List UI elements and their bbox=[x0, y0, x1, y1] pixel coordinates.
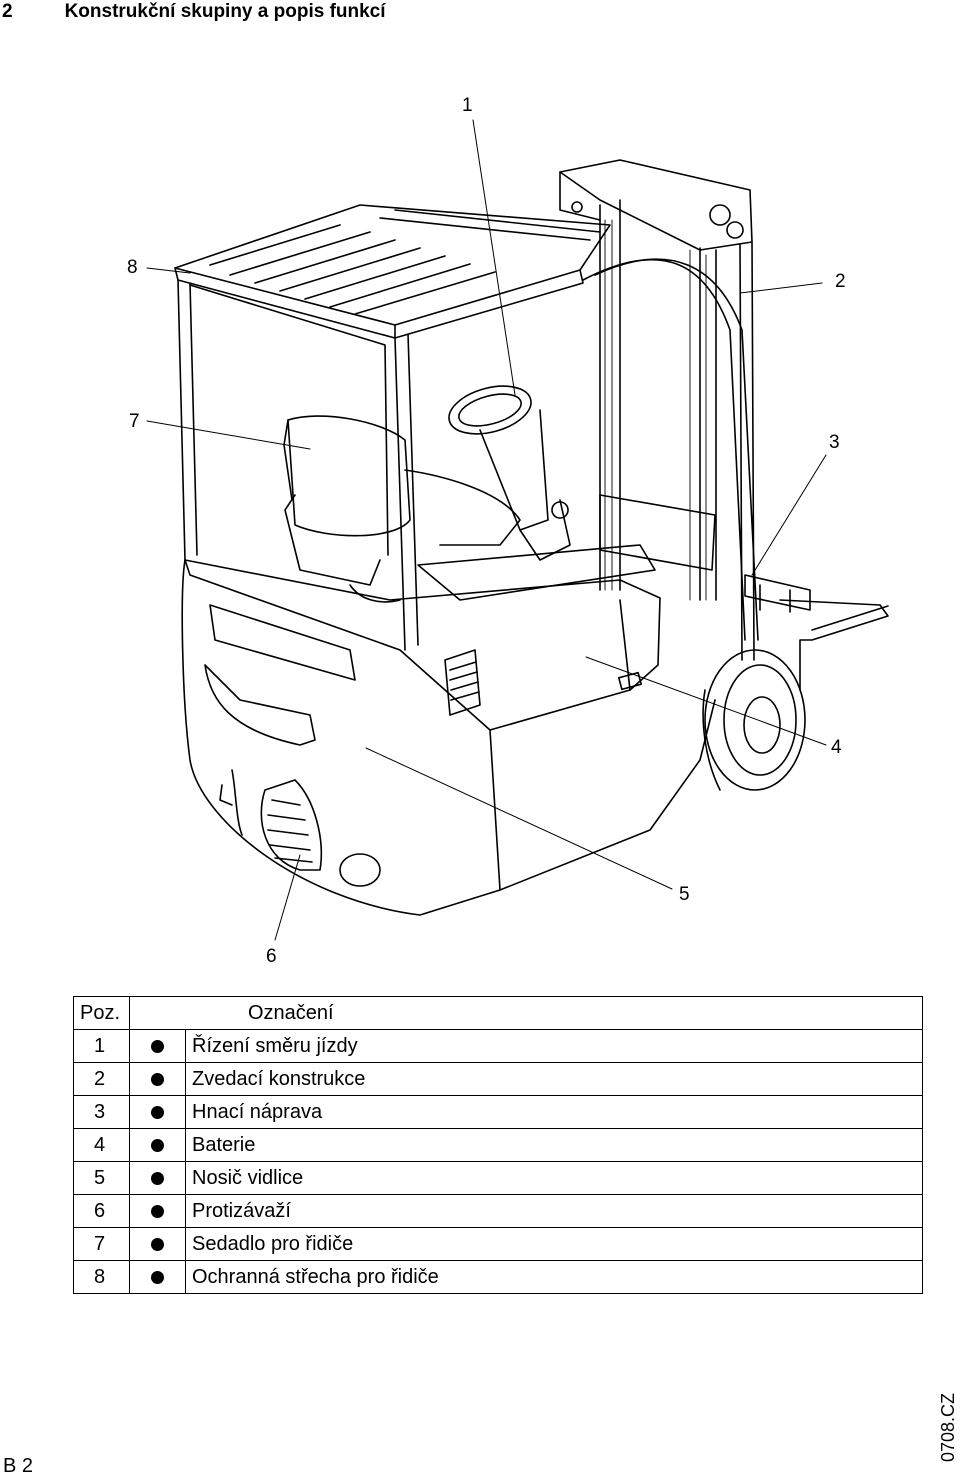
row-name: Hnací náprava bbox=[185, 1095, 923, 1129]
row-pos: 4 bbox=[73, 1128, 130, 1162]
bullet-icon bbox=[129, 1260, 186, 1294]
row-name: Protizávaží bbox=[185, 1194, 923, 1228]
legend-table: Poz. Označení 1 Řízení směru jízdy 2 Zve… bbox=[73, 996, 923, 1294]
page-header: 2 Konstrukční skupiny a popis funkcí bbox=[2, 0, 386, 26]
table-row: 4 Baterie bbox=[73, 1128, 923, 1162]
overhead-guard bbox=[174, 204, 759, 651]
bullet-icon bbox=[129, 1128, 186, 1162]
chassis bbox=[181, 494, 716, 916]
table-row: 8 Ochranná střecha pro řidiče bbox=[73, 1260, 923, 1294]
row-pos: 6 bbox=[73, 1194, 130, 1228]
row-pos: 7 bbox=[73, 1227, 130, 1261]
bullet-icon bbox=[129, 1194, 186, 1228]
row-name: Nosič vidlice bbox=[185, 1161, 923, 1195]
bullet-icon bbox=[129, 1095, 186, 1129]
document-code: 0708.CZ bbox=[938, 1392, 958, 1462]
row-pos: 3 bbox=[73, 1095, 130, 1129]
section-number: 2 bbox=[2, 1, 13, 22]
driver-seat bbox=[283, 415, 521, 603]
lift-mast bbox=[559, 159, 755, 661]
callout-8: 8 bbox=[127, 257, 138, 278]
col-pos-header: Poz. bbox=[73, 996, 130, 1030]
row-pos: 5 bbox=[73, 1161, 130, 1195]
row-name: Sedadlo pro řidiče bbox=[185, 1227, 923, 1261]
legend-header-row: Poz. Označení bbox=[73, 996, 923, 1030]
row-name: Řízení směru jízdy bbox=[185, 1029, 923, 1063]
callout-4: 4 bbox=[831, 737, 842, 758]
section-title: Konstrukční skupiny a popis funkcí bbox=[64, 1, 386, 22]
table-row: 2 Zvedací konstrukce bbox=[73, 1062, 923, 1096]
callout-2: 2 bbox=[835, 271, 846, 292]
front-wheel bbox=[702, 649, 806, 791]
row-name: Zvedací konstrukce bbox=[185, 1062, 923, 1096]
row-name: Ochranná střecha pro řidiče bbox=[185, 1260, 923, 1294]
callout-5: 5 bbox=[679, 884, 690, 905]
callout-7: 7 bbox=[129, 411, 140, 432]
fork-carriage bbox=[744, 574, 889, 691]
row-name: Baterie bbox=[185, 1128, 923, 1162]
table-row: 3 Hnací náprava bbox=[73, 1095, 923, 1129]
table-row: 6 Protizávaží bbox=[73, 1194, 923, 1228]
row-pos: 8 bbox=[73, 1260, 130, 1294]
bullet-icon bbox=[129, 1227, 186, 1261]
bullet-icon bbox=[129, 1161, 186, 1195]
steering bbox=[448, 385, 571, 561]
callout-1: 1 bbox=[462, 95, 473, 116]
table-row: 5 Nosič vidlice bbox=[73, 1161, 923, 1195]
callout-leaders bbox=[146, 119, 827, 941]
row-pos: 2 bbox=[73, 1062, 130, 1096]
rear-wheel bbox=[219, 769, 381, 887]
forklift-illustration bbox=[146, 119, 889, 941]
bullet-icon bbox=[129, 1029, 186, 1063]
table-row: 1 Řízení směru jízdy bbox=[73, 1029, 923, 1063]
page-number: B 2 bbox=[3, 1455, 34, 1477]
table-row: 7 Sedadlo pro řidiče bbox=[73, 1227, 923, 1261]
col-name-header: Označení bbox=[129, 996, 923, 1030]
callout-6: 6 bbox=[266, 946, 277, 967]
row-pos: 1 bbox=[73, 1029, 130, 1063]
callout-3: 3 bbox=[829, 432, 840, 453]
bullet-icon bbox=[129, 1062, 186, 1096]
